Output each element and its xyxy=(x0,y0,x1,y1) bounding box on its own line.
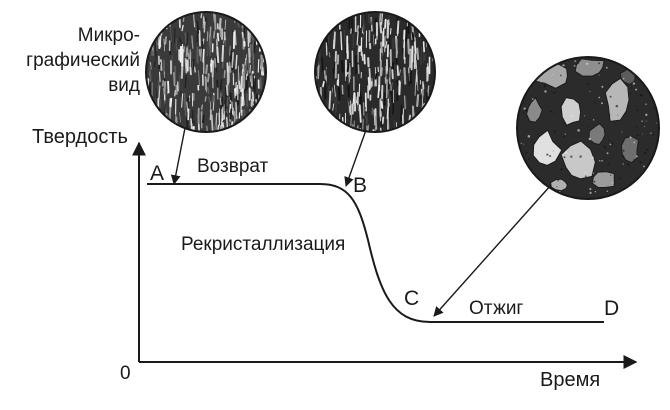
hardness-curve xyxy=(147,183,604,323)
origin-label: 0 xyxy=(120,363,131,384)
point-a-label: A xyxy=(150,162,164,185)
point-c-label: C xyxy=(404,287,419,310)
micrograph-recovered xyxy=(314,11,436,133)
x-axis-label: Время xyxy=(540,369,600,391)
pointer-arrow-b xyxy=(344,129,367,187)
stage-annealing-label: Отжиг xyxy=(469,298,523,319)
stage-recovery-label: Возврат xyxy=(197,156,269,177)
y-axis-label: Твердость xyxy=(32,126,128,148)
pointer-arrow-c xyxy=(433,184,552,317)
micrograph-recrystallized xyxy=(516,56,660,200)
point-b-label: B xyxy=(353,174,367,197)
micrographic-label-line2: графический xyxy=(26,50,140,71)
micrograph-cold-worked xyxy=(145,11,267,133)
pointer-arrow-a xyxy=(170,127,186,185)
point-d-label: D xyxy=(604,297,619,320)
micrographic-label-line3: вид xyxy=(108,75,140,96)
micrographic-label-line1: Микро- xyxy=(78,25,140,46)
stage-recrystallization-label: Рекристаллизация xyxy=(181,234,345,255)
